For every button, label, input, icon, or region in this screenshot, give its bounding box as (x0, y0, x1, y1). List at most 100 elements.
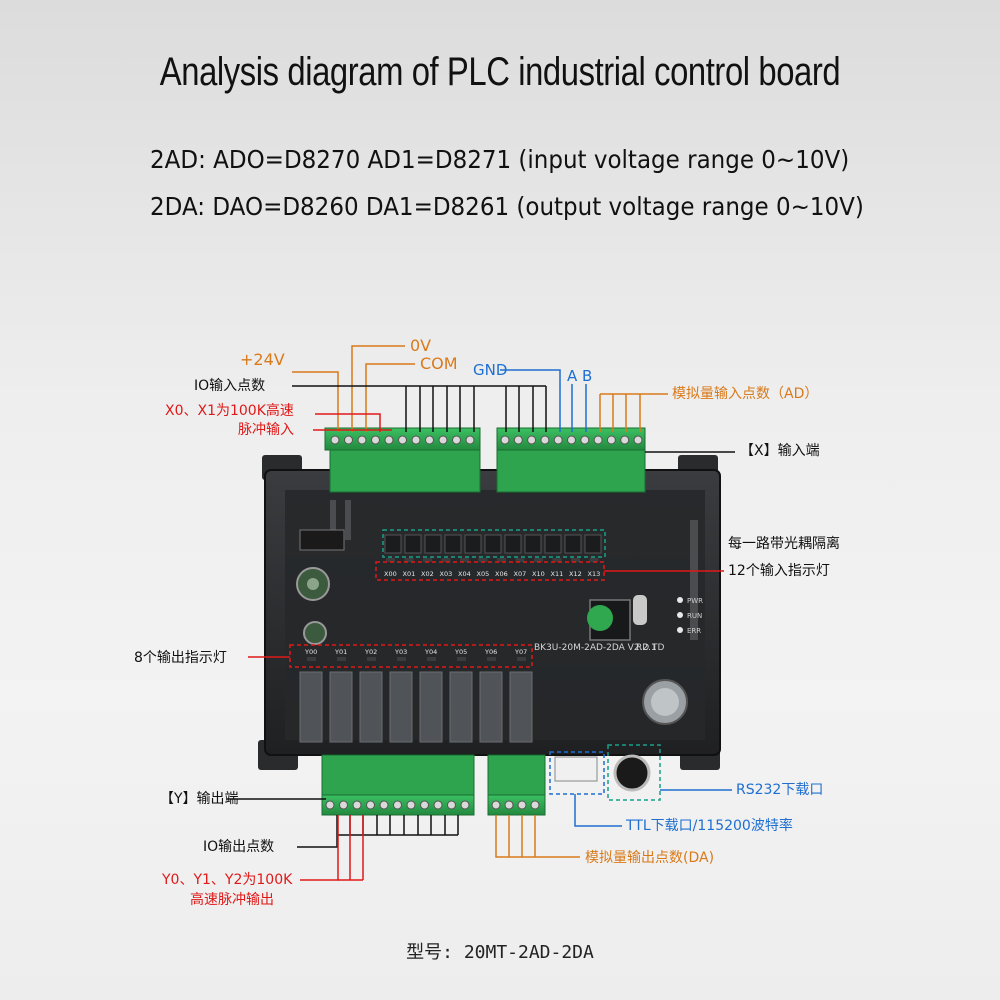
output-indicators-label: 8个输出指示灯 (134, 650, 227, 666)
optocoupler-label: 每一路带光耦隔离 (728, 536, 840, 552)
output-led-label: Y05 (454, 648, 467, 656)
terminal-screw (500, 435, 510, 445)
input-led (515, 558, 525, 562)
terminal-screw (384, 435, 394, 445)
input-led-label: X13 (588, 570, 601, 578)
input-led (571, 558, 580, 562)
terminal-screw (433, 800, 443, 810)
input-led-label: X01 (403, 570, 416, 578)
leader-line (351, 345, 405, 432)
terminal-screws (325, 435, 643, 810)
com-label: COM (420, 354, 458, 373)
output-led-label: Y00 (304, 648, 317, 656)
optocoupler-highlight (382, 529, 606, 558)
optocoupler-row (384, 534, 602, 554)
analog-output-label: 模拟量输出点数(DA) (585, 850, 715, 866)
input-indicators-label: 12个输入指示灯 (728, 563, 830, 579)
input-led (404, 558, 414, 562)
leader-line (500, 369, 561, 432)
input-led (589, 558, 599, 562)
rd-td-label: RD TD (636, 643, 665, 653)
input-led (460, 558, 469, 562)
bottom-terminal-right (487, 754, 546, 816)
terminal-screw (513, 435, 523, 445)
input-led-label: X10 (532, 570, 545, 578)
da-spec-line: 2DA: DAO=D8260 DA1=D8261 (output voltage… (150, 192, 864, 221)
terminal-screw (371, 435, 380, 445)
leader-line (495, 815, 580, 858)
high-speed-input-label-2: 脉冲输入 (238, 422, 294, 438)
leader-line (297, 815, 338, 848)
output-led (397, 657, 406, 661)
b-label: B (582, 367, 593, 385)
terminal-screw (465, 435, 475, 445)
terminal-screw (438, 435, 448, 445)
high-speed-output-label-2: 高速脉冲输出 (190, 892, 274, 908)
status-led-label: RUN (687, 612, 702, 620)
terminal-screw (633, 435, 643, 445)
high-speed-input-label: X0、X1为100K高速 (165, 403, 294, 419)
terminal-screw (447, 800, 456, 810)
input-led-label: X06 (495, 570, 508, 578)
gnd-label: GND (473, 361, 508, 379)
crystal (633, 595, 647, 625)
terminal-screw (491, 800, 501, 810)
terminal-screw (393, 800, 402, 810)
analog-input-label: 模拟量输入点数（AD） (672, 386, 819, 402)
output-led (427, 657, 436, 661)
a-label: A (567, 367, 578, 385)
input-led-label: X00 (384, 570, 397, 578)
page-title: Analysis diagram of PLC industrial contr… (159, 50, 841, 94)
input-led-label: X12 (569, 570, 582, 578)
output-led-label: Y06 (484, 648, 497, 656)
ttl-highlight (549, 751, 605, 795)
input-led (552, 558, 562, 562)
status-leds (677, 597, 683, 633)
terminal-screw (606, 435, 616, 445)
output-led (517, 657, 526, 661)
high-speed-output-label: Y0、Y1、Y2为100K (162, 872, 293, 888)
input-led-label: X11 (551, 570, 564, 578)
terminal-screw (325, 800, 335, 810)
terminal-screw (411, 435, 421, 445)
output-led (457, 657, 466, 661)
terminal-screw (593, 435, 603, 445)
input-led-label: X03 (440, 570, 453, 578)
status-led-label: PWR (687, 597, 703, 605)
input-led-label: X02 (421, 570, 434, 578)
ttl-label: TTL下载口/115200波特率 (626, 818, 793, 834)
terminal-screw (357, 435, 367, 445)
io-input-points-label: IO输入点数 (194, 378, 266, 394)
leader-line (315, 413, 381, 432)
output-led-label: Y03 (394, 648, 407, 656)
terminal-screw (406, 800, 416, 810)
terminal-screw (527, 435, 537, 445)
terminal-screw (344, 435, 353, 445)
output-led-label: Y02 (364, 648, 377, 656)
terminal-screw (517, 800, 527, 810)
leader-line (574, 794, 622, 827)
capacitor-small (303, 621, 327, 645)
inductor (299, 529, 345, 551)
output-led (487, 657, 496, 661)
terminal-screw (530, 800, 540, 810)
terminal-screw (425, 435, 434, 445)
x-input-terminal-label: 【X】输入端 (740, 443, 820, 459)
output-led-highlight (289, 644, 533, 668)
output-led (367, 657, 376, 661)
terminal-screw (420, 800, 429, 810)
terminal-screw (504, 800, 514, 810)
output-relays (299, 671, 533, 743)
terminal-screw (398, 435, 407, 445)
leader-line (292, 371, 339, 432)
terminal-screw (452, 435, 461, 445)
terminal-screw (352, 800, 362, 810)
terminal-screw (540, 435, 550, 445)
terminal-screw (339, 800, 348, 810)
input-led-label: X07 (514, 570, 527, 578)
input-led-label: X04 (458, 570, 471, 578)
status-led-label: ERR (687, 627, 701, 635)
